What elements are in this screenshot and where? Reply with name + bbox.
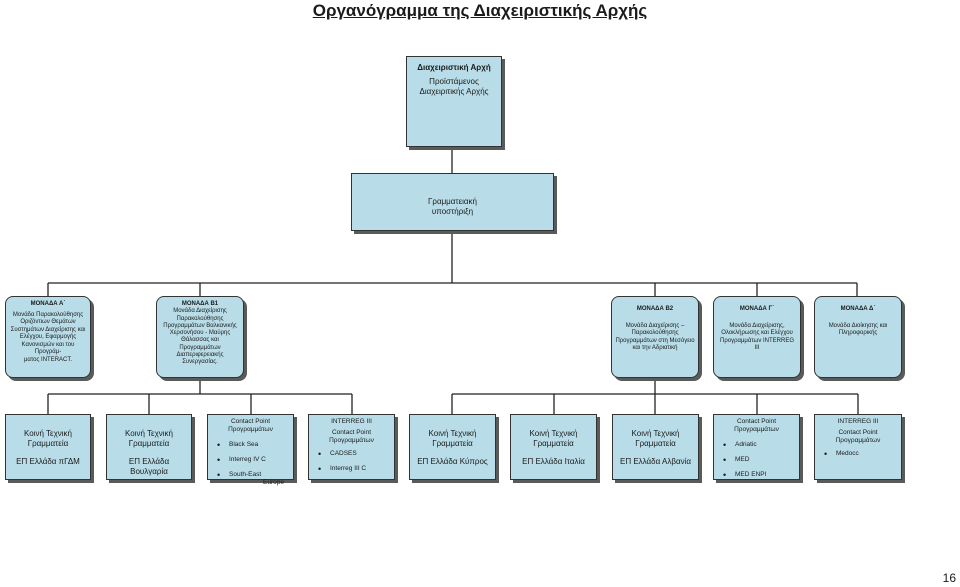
unit-d-text: Μονάδα Διοίκησης και Πληροφορικής (828, 322, 888, 337)
cp-2-line-1: Contact Point (736, 418, 777, 425)
jts-4-line-2: Γραμματεία (533, 439, 574, 448)
cp-1-item: Interreg IV C (215, 456, 290, 464)
unit-b2-box: ΜΟΝΑΔΑ Β2 Μονάδα Διαχείρισης – Παρακολού… (611, 296, 699, 378)
cp-2-item: Adriatic (721, 441, 796, 449)
jts-1-line-2: Γραμματεία (27, 439, 69, 448)
jts-2-programme: ΕΠ Ελλάδα (128, 457, 170, 466)
jts-5-programme: ΕΠ Ελλάδα Αλβανία (620, 457, 691, 466)
unit-c-box: ΜΟΝΑΔΑ Γ΄ Μονάδα Διαχείρισης, Ολοκλήρωση… (713, 296, 801, 378)
jts-2-line-2: Γραμματεία (128, 439, 170, 448)
unit-b1-title: ΜΟΝΑΔΑ Β1 (181, 301, 219, 307)
secretariat-line-1: Γραμματειακή (427, 197, 477, 206)
jts-greece-italy-box: Κοινή Τεχνική Γραμματεία ΕΠ Ελλάδα Ιταλί… (510, 414, 597, 480)
jts-4-programme: ΕΠ Ελλάδα Ιταλία (522, 457, 585, 466)
ir-1-line-2: Contact Point (331, 429, 372, 436)
jts-1-line-1: Κοινή Τεχνική (24, 429, 72, 438)
ir-1-item: Interreg III C (316, 465, 391, 473)
interreg-iii-2-box: INTERREG III Contact Point Προγραμμάτων … (814, 414, 902, 480)
unit-a-title: ΜΟΝΑΔΑ Α΄ (30, 301, 66, 307)
secretariat-line-2: υποστήριξη (431, 207, 474, 216)
ir-2-list: Medocc (822, 450, 898, 458)
head-line-2: Διαχειριτικής Αρχής (419, 87, 489, 96)
unit-a-box: ΜΟΝΑΔΑ Α΄ Μονάδα Παρακολούθησης Οριζόντι… (5, 296, 91, 378)
cp-2-list: Adriatic MED MED ENPI (721, 441, 796, 479)
cp-2-line-2: Προγραμμάτων (734, 426, 779, 433)
jts-greece-cyprus-box: Κοινή Τεχνική Γραμματεία ΕΠ Ελλάδα Κύπρο… (409, 414, 496, 480)
page-title: Οργανόγραμμα της Διαχειριστικής Αρχής (312, 1, 648, 20)
unit-b2-title: ΜΟΝΑΔΑ Β2 (636, 306, 674, 312)
head-line-1: Προϊστάμενος (429, 77, 479, 86)
jts-5-line-1: Κοινή Τεχνική (631, 429, 680, 438)
unit-b1-box: ΜΟΝΑΔΑ Β1 Μονάδα Διαχείρισης Παρακολούθη… (156, 296, 244, 378)
jts-greece-bulgaria-box: Κοινή Τεχνική Γραμματεία ΕΠ Ελλάδα Βουλγ… (106, 414, 192, 480)
jts-greece-fyrom-box: Κοινή Τεχνική Γραμματεία ΕΠ Ελλάδα πΓΔΜ (5, 414, 91, 480)
cp-1-list: Black Sea Interreg IV C South-East (215, 441, 290, 479)
unit-b1-text: Μονάδα Διαχείρισης Παρακολούθησης Προγρα… (163, 308, 237, 366)
jts-3-line-1: Κοινή Τεχνική (428, 429, 477, 438)
unit-d-box: ΜΟΝΑΔΑ Δ΄ Μονάδα Διοίκησης και Πληροφορι… (814, 296, 902, 378)
unit-b2-text: Μονάδα Διαχείρισης – Παρακολούθησης Προγ… (615, 322, 695, 352)
managing-authority-title: Διαχειριστική Αρχή (417, 63, 491, 72)
ir-1-line-1: INTERREG III (331, 418, 372, 425)
cp-1-item: Black Sea (215, 441, 290, 449)
cp-1-item: South-East (215, 471, 290, 479)
jts-3-programme: ΕΠ Ελλάδα Κύπρος (417, 457, 488, 466)
unit-c-text: Μονάδα Διαχείρισης, Ολοκλήρωσης και Ελέγ… (720, 322, 794, 352)
unit-a-text: Μονάδα Παρακολούθησης Οριζόντιων Θεμάτων… (10, 311, 86, 363)
jts-greece-albania-box: Κοινή Τεχνική Γραμματεία ΕΠ Ελλάδα Αλβαν… (612, 414, 699, 480)
contact-point-2-box: Contact Point Προγραμμάτων Adriatic MED … (713, 414, 800, 480)
jts-2-programme-country: Βουλγαρία (130, 467, 168, 476)
jts-3-line-2: Γραμματεία (432, 439, 473, 448)
unit-d-title: ΜΟΝΑΔΑ Δ΄ (840, 306, 876, 312)
ir-2-line-1: INTERREG III (837, 418, 879, 425)
ir-1-line-3: Προγραμμάτων (329, 437, 374, 444)
page-number: 16 (942, 571, 956, 585)
secretarial-support-box: Γραμματειακή υποστήριξη (351, 173, 554, 231)
ir-2-item: Medocc (822, 450, 898, 458)
cp-2-item: MED ENPI (721, 471, 796, 479)
cp-2-item: MED (721, 456, 796, 464)
cp-1-line-2: Προγραμμάτων (228, 426, 273, 433)
ir-2-line-3: Προγραμμάτων (835, 437, 881, 444)
jts-4-line-1: Κοινή Τεχνική (529, 429, 578, 438)
interreg-iii-1-box: INTERREG III Contact Point Προγραμμάτων … (308, 414, 395, 480)
unit-c-title: ΜΟΝΑΔΑ Γ΄ (739, 306, 775, 312)
jts-2-line-1: Κοινή Τεχνική (125, 429, 173, 438)
contact-point-1-box: Contact Point Προγραμμάτων Black Sea Int… (207, 414, 294, 486)
jts-1-programme: ΕΠ Ελλάδα πΓΔΜ (16, 457, 80, 466)
managing-authority-box: Διαχειριστική Αρχή Προϊστάμενος Διαχειρι… (406, 56, 502, 147)
ir-1-list: CADSES Interreg III C (316, 450, 391, 473)
cp-1-line-1: Contact Point (230, 418, 271, 425)
ir-1-item: CADSES (316, 450, 391, 458)
ir-2-line-2: Contact Point (838, 429, 878, 436)
cp-1-item-continuation: Europe (263, 479, 284, 486)
jts-5-line-2: Γραμματεία (635, 439, 676, 448)
